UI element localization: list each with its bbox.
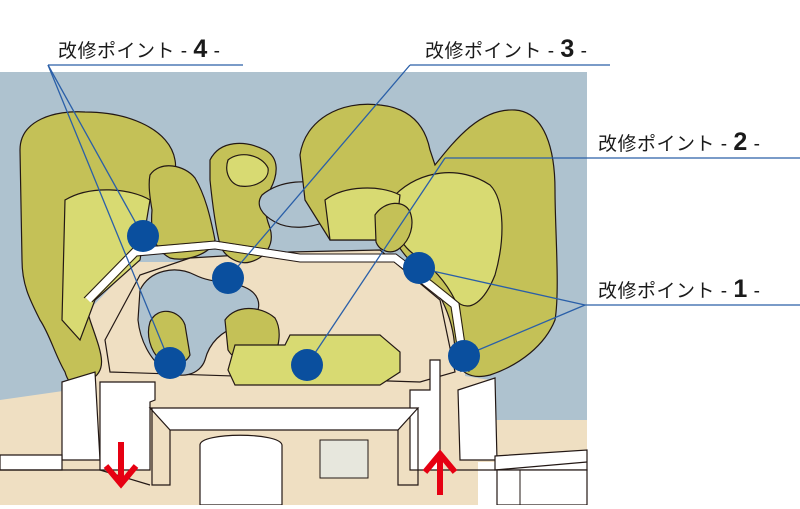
label-point-3: 改修ポイント - 3 - <box>425 37 587 62</box>
label-point-4-number: 4 <box>193 35 208 63</box>
label-point-1-text: 改修ポイント <box>598 280 716 302</box>
leader-lines <box>47 64 586 366</box>
label-point-3-dash: - <box>542 41 561 62</box>
up-arrow-icon <box>422 449 458 495</box>
oval-fixture <box>199 434 283 506</box>
label-point-4-dash: - <box>175 41 194 62</box>
point-marker-1a <box>403 252 435 284</box>
label-point-3-number: 3 <box>560 35 575 63</box>
rock-pillar-left <box>148 165 216 260</box>
bottom-edge-left <box>0 469 151 486</box>
bottom-right-stair <box>496 469 588 506</box>
label-point-1: 改修ポイント - 1 - <box>598 277 760 302</box>
label-point-4-text: 改修ポイント <box>58 40 176 62</box>
label-point-2-dash: - <box>715 134 734 155</box>
point-marker-1b <box>448 340 480 372</box>
point-marker-4a <box>127 220 159 252</box>
point-marker-4b <box>154 347 186 379</box>
corridor-wall <box>151 408 171 486</box>
square-fixture <box>319 439 369 479</box>
bridge-wall <box>148 407 420 431</box>
tank-front-wall <box>99 381 156 471</box>
point-marker-2 <box>291 349 323 381</box>
label-point-3-text: 改修ポイント <box>425 40 543 62</box>
label-point-4-dash-end: - <box>207 41 221 62</box>
corridor-wall-right <box>397 408 419 486</box>
label-point-2-number: 2 <box>733 128 748 156</box>
label-point-3-dash-end: - <box>574 41 588 62</box>
rock-centre-top <box>226 154 269 187</box>
wall-bottom-left <box>0 454 63 471</box>
label-point-2-dash-end: - <box>747 134 761 155</box>
label-point-1-dash: - <box>715 281 734 302</box>
label-point-1-dash-end: - <box>747 281 761 302</box>
wall-left-block <box>61 371 101 461</box>
wall-right-block <box>457 377 498 461</box>
glass-wall-outline-inner <box>91 248 462 373</box>
point-marker-3 <box>212 262 244 294</box>
label-point-2: 改修ポイント - 2 - <box>598 130 760 155</box>
rock-right-ledge <box>393 172 503 307</box>
label-point-1-number: 1 <box>733 275 748 303</box>
down-arrow-icon <box>103 442 139 489</box>
rock-left-ledge <box>61 189 151 342</box>
label-point-4: 改修ポイント - 4 - <box>58 37 220 62</box>
bottom-edge-right <box>440 461 588 471</box>
point-markers <box>127 220 480 381</box>
label-point-2-text: 改修ポイント <box>598 133 716 155</box>
